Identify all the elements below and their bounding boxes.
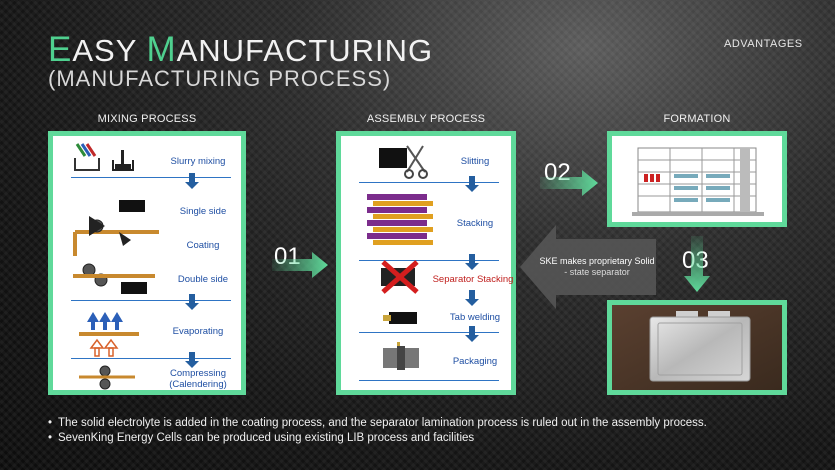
bullet-item: The solid electrolyte is added in the co… [48,416,707,431]
separator-note: SKE makes proprietary Solid - state sepa… [539,256,655,277]
coating-roller-icon [73,200,159,256]
feedback-arrow-shape [520,225,656,309]
step-evaporating: Evaporating [172,326,224,337]
formation-rack-icon [632,147,764,216]
evaporating-icon [79,312,139,357]
tab-welding-icon [383,312,417,324]
title-letter-m: M [146,30,177,69]
page-title: EASY MANUFACTURING [48,30,433,70]
step-slitting: Slitting [460,156,490,167]
assembly-panel: Slitting Stacking Separator Stacking Tab… [336,131,516,395]
separator-crossed-icon [381,260,419,294]
title-part2: ANUFACTURING [176,33,434,68]
step-single-side: Single side [179,206,227,217]
formation-heading: FORMATION [663,113,731,125]
formation-panel [607,131,787,227]
step-separator-stacking: Separator Stacking [432,274,514,285]
summary-bullets: The solid electrolyte is added in the co… [48,416,707,445]
pouch-cell-image [612,305,782,390]
section-tag: ADVANTAGES [724,38,803,50]
step-compressing: Compressing (Calendering) [169,368,227,390]
double-side-coating-icon [73,263,155,294]
step-stacking: Stacking [456,218,494,229]
packaging-icon [383,342,419,370]
cell-photo-panel [607,300,787,395]
slitting-icon [379,145,428,179]
page-subtitle: (MANUFACTURING PROCESS) [48,66,392,91]
compressing-roller-icon [79,365,135,390]
stacking-icon [367,194,433,245]
step-slurry-mixing: Slurry mixing [170,156,226,167]
arrow-right-icon [272,252,328,278]
step-packaging: Packaging [452,356,498,367]
slurry-mixing-icon [74,143,134,171]
bullet-item: SevenKing Energy Cells can be produced u… [48,431,707,446]
mixing-heading: MIXING PROCESS [97,113,197,125]
arrow-down-icon [684,236,710,292]
title-part1: ASY [72,33,147,68]
step-coating: Coating [186,240,220,251]
step-tab-welding: Tab welding [449,312,501,323]
mixing-panel: Slurry mixing Single side Coating Double… [48,131,246,395]
arrow-right-icon [540,170,598,196]
step-double-side: Double side [177,274,229,285]
title-letter-e: E [48,30,73,69]
assembly-heading: ASSEMBLY PROCESS [366,113,486,125]
